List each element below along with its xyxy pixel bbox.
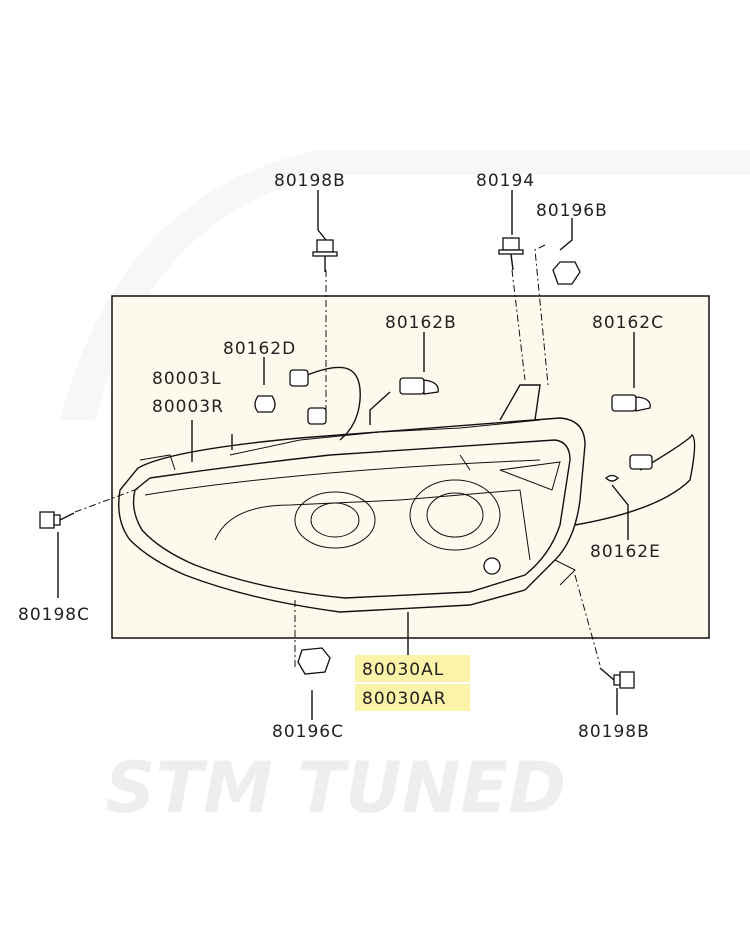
watermark-text: STM TUNED bbox=[105, 747, 566, 829]
highlight-assy-r bbox=[355, 684, 470, 711]
clip-bottom-icon bbox=[297, 647, 331, 675]
label-screw-top: 80194 bbox=[476, 171, 535, 191]
headlight-housing bbox=[118, 417, 586, 613]
screw-top-icon bbox=[498, 237, 524, 271]
wire-harness-e bbox=[574, 433, 696, 526]
bulb-b-icon bbox=[399, 377, 439, 395]
bolt-top-icon bbox=[312, 239, 338, 272]
label-bulb-c: 80162C bbox=[592, 313, 664, 333]
label-bolt-bottom: 80198B bbox=[578, 722, 650, 742]
wire-harness-d bbox=[299, 366, 361, 441]
label-assy-r: 80030AR bbox=[362, 689, 447, 709]
bulb-e-icon bbox=[605, 454, 653, 482]
label-bulb-d: 80162D bbox=[223, 339, 296, 359]
bolt-bottom-icon bbox=[599, 667, 635, 689]
leader-lines bbox=[57, 190, 635, 720]
watermark: STM TUNED bbox=[60, 150, 750, 829]
socket-b bbox=[369, 391, 391, 425]
clip-top-icon bbox=[552, 261, 581, 285]
label-bulb-b: 80162B bbox=[385, 313, 457, 333]
bolt-left-icon bbox=[39, 511, 75, 529]
label-lamp-r: 80003R bbox=[152, 397, 224, 417]
label-clip-bottom: 80196C bbox=[272, 722, 344, 742]
label-assy-l: 80030AL bbox=[362, 660, 444, 680]
highlight-assy-l bbox=[355, 655, 470, 682]
label-bolt-top: 80198B bbox=[274, 171, 346, 191]
label-bolt-left: 80198C bbox=[18, 605, 90, 625]
label-lamp-l: 80003L bbox=[152, 369, 222, 389]
bulb-c-icon bbox=[611, 394, 651, 412]
mounting-bracket bbox=[499, 384, 541, 421]
bulb-d-icon bbox=[254, 369, 327, 425]
label-bulb-e: 80162E bbox=[590, 542, 661, 562]
label-clip-top: 80196B bbox=[536, 201, 608, 221]
